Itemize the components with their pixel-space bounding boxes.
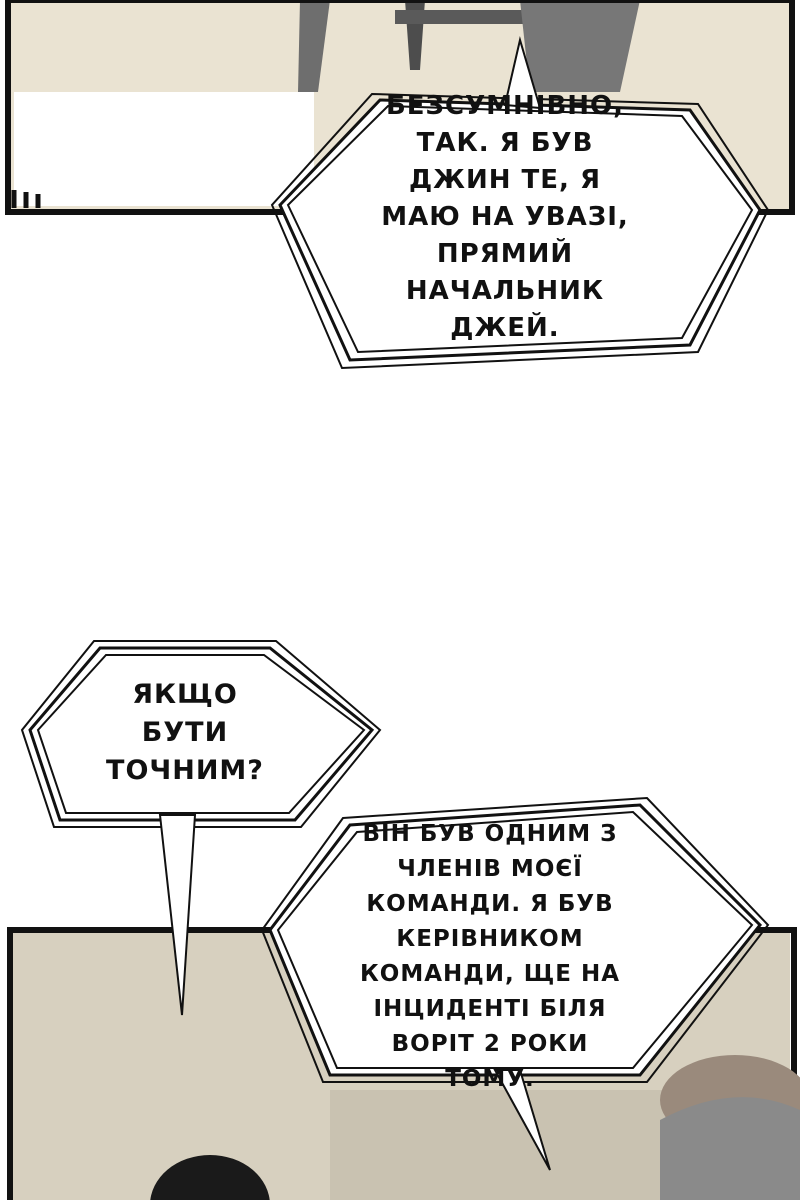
bubble-line: ВІН БУВ ОДНИМ З	[362, 821, 618, 847]
speech-bubble-3-fill	[270, 805, 760, 1075]
bubble-line: НАЧАЛЬНИК	[405, 276, 605, 306]
bubble-line: БУТИ	[141, 717, 229, 748]
speech-bubble-1-outline-c	[286, 104, 754, 354]
bubble-line: ЧЛЕНІВ МОЄЇ	[397, 856, 583, 882]
gray-haired-character-head	[660, 1097, 800, 1200]
speech-bubble-2-text: ЯКЩО БУТИ ТОЧНИМ?	[85, 676, 285, 790]
speech-bubble-2-outline-c	[36, 654, 366, 814]
top-panel-figure	[298, 0, 330, 92]
speech-bubble-1-text: БЕЗСУМНІВНО, ТАК. Я БУВ ДЖИН ТЕ, Я МАЮ Н…	[355, 88, 655, 347]
speech-bubble-2-outline-a	[28, 646, 375, 822]
speech-bubble-1-tail	[503, 36, 542, 110]
speech-bubble-2-tail	[158, 814, 197, 1016]
bubble-line: КЕРІВНИКОМ	[396, 926, 584, 952]
bubble-line: КОМАНДИ, ЩЕ НА	[359, 961, 621, 987]
panel-sfx-marks	[11, 190, 41, 208]
bubble-line: БЕЗСУМНІВНО,	[385, 91, 625, 121]
bubble-line: ТОЧНИМ?	[106, 755, 264, 786]
bubble-line: КОМАНДИ. Я БУВ	[366, 891, 614, 917]
top-panel-figure-right	[520, 0, 640, 92]
speech-bubble-2	[20, 640, 382, 1016]
speech-bubble-2-fill	[30, 648, 372, 820]
bubble-line: ЯКЩО	[132, 679, 238, 710]
speech-bubble-1-outline-b	[270, 92, 770, 370]
bubble-line: ДЖЕЙ.	[450, 313, 560, 343]
top-panel-inner-gap	[14, 92, 314, 206]
bubble-line: ТОМУ.	[445, 1066, 535, 1092]
speech-bubble-3-outline-b	[260, 796, 770, 1083]
speech-bubble-3-outline-a	[268, 803, 763, 1077]
speech-bubble-3	[260, 796, 770, 1171]
bubble-line: МАЮ НА УВАЗІ,	[381, 202, 629, 232]
bubble-line: ВОРІТ 2 РОКИ	[391, 1031, 589, 1057]
speech-bubble-3-text: ВІН БУВ ОДНИМ З ЧЛЕНІВ МОЄЇ КОМАНДИ. Я Б…	[330, 817, 650, 1097]
speech-bubble-1-outline-a	[278, 98, 762, 362]
speech-bubble-1-fill	[280, 100, 760, 360]
speech-bubble-2-outline-b	[20, 640, 382, 828]
dark-haired-character-head	[150, 1155, 270, 1200]
bubble-line: ТАК. Я БУВ	[416, 128, 594, 158]
bubble-line: ПРЯМИЙ	[436, 239, 574, 269]
bubble-line: ДЖИН ТЕ, Я	[409, 165, 601, 195]
speech-bubble-1	[270, 36, 770, 370]
speech-bubble-3-tail	[493, 1069, 551, 1171]
bubble-line: ІНЦИДЕНТІ БІЛЯ	[373, 996, 607, 1022]
speech-bubble-3-outline-c	[276, 810, 754, 1069]
